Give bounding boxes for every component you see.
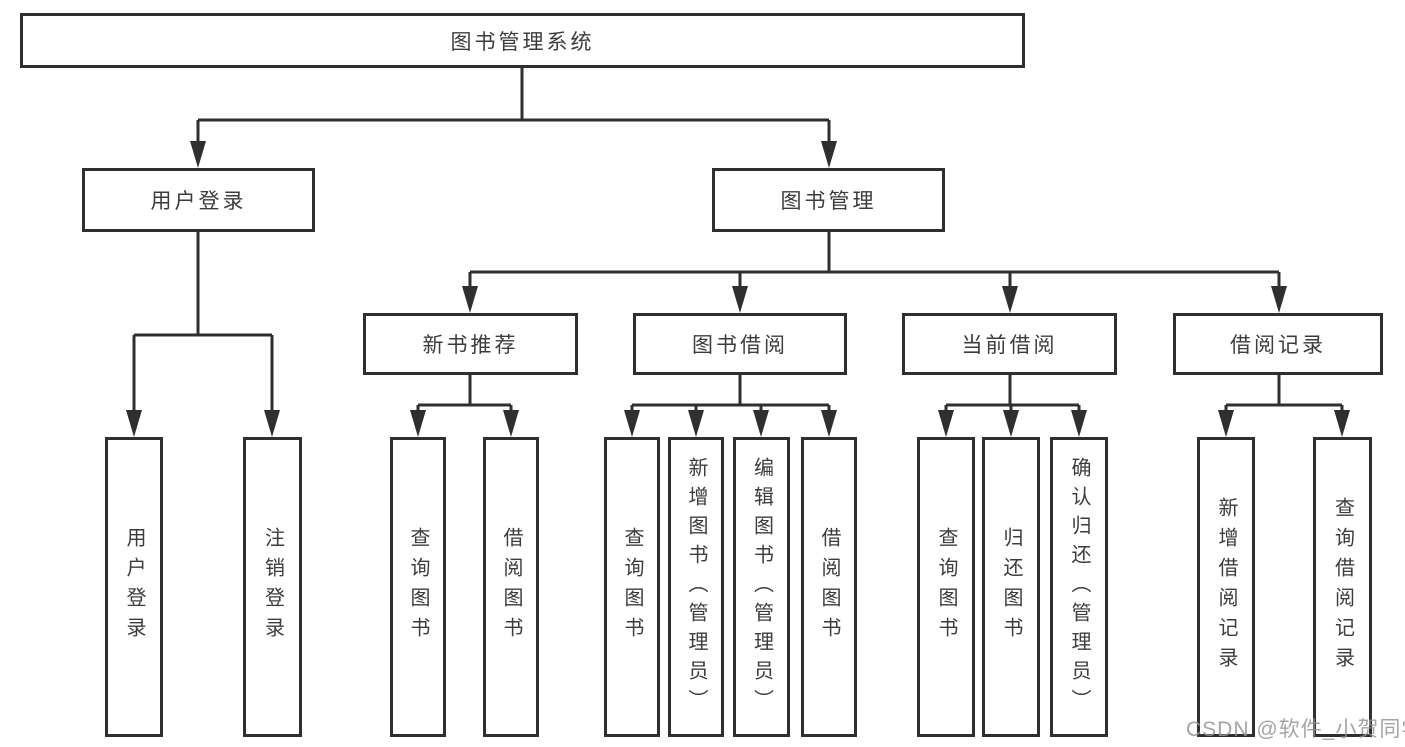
leaf-query-books: 查询图书 bbox=[390, 437, 446, 737]
node-user-login: 用户登录 bbox=[82, 168, 315, 232]
node-label: 查询图书 bbox=[935, 527, 957, 647]
node-label: 新增借阅记录 bbox=[1215, 497, 1237, 677]
leaf-add-books-admin: 新增图书（管理员） bbox=[668, 437, 724, 737]
node-label: 查询借阅记录 bbox=[1331, 497, 1354, 677]
arrowheads bbox=[126, 141, 1350, 437]
leaf-query-books: 查询图书 bbox=[604, 437, 660, 737]
leaf-return-books: 归还图书 bbox=[982, 437, 1040, 737]
node-label: 查询图书 bbox=[407, 527, 429, 647]
node-book-management: 图书管理 bbox=[712, 168, 945, 232]
node-label: 新增图书（管理员） bbox=[685, 456, 707, 718]
node-label: 归还图书 bbox=[1000, 527, 1022, 647]
node-label: 借阅记录 bbox=[1230, 334, 1326, 357]
node-label: 图书管理系统 bbox=[450, 30, 595, 54]
node-new-book-recommendation: 新书推荐 bbox=[363, 313, 578, 375]
leaf-add-borrow-record: 新增借阅记录 bbox=[1197, 437, 1255, 737]
node-label: 借阅图书 bbox=[818, 527, 840, 647]
leaf-user-login: 用户登录 bbox=[105, 437, 163, 737]
node-label: 用户登录 bbox=[150, 190, 247, 213]
leaf-logout: 注销登录 bbox=[243, 437, 302, 737]
node-label: 图书借阅 bbox=[692, 334, 788, 357]
csdn-watermark: CSDN @软件_小贺同学 bbox=[1186, 718, 1405, 741]
node-label: 图书管理 bbox=[780, 190, 877, 213]
node-label: 编辑图书（管理员） bbox=[750, 456, 773, 718]
leaf-edit-books-admin: 编辑图书（管理员） bbox=[733, 437, 790, 737]
node-library-management-system: 图书管理系统 bbox=[20, 13, 1025, 68]
leaf-query-borrow-record: 查询借阅记录 bbox=[1313, 437, 1372, 737]
node-label: 查询图书 bbox=[621, 527, 643, 647]
node-current-borrowing: 当前借阅 bbox=[902, 313, 1117, 375]
node-label: 用户登录 bbox=[123, 527, 145, 647]
leaf-query-books: 查询图书 bbox=[917, 437, 975, 737]
leaf-borrow-books: 借阅图书 bbox=[483, 437, 539, 737]
node-label: 当前借阅 bbox=[961, 334, 1058, 357]
node-label: 借阅图书 bbox=[500, 527, 522, 647]
leaf-borrow-books: 借阅图书 bbox=[801, 437, 857, 737]
node-label: 确认归还（管理员） bbox=[1068, 456, 1090, 718]
node-label: 注销登录 bbox=[261, 527, 284, 647]
node-label: 新书推荐 bbox=[422, 334, 519, 357]
node-book-borrowing: 图书借阅 bbox=[633, 313, 847, 375]
leaf-confirm-return-admin: 确认归还（管理员） bbox=[1050, 437, 1108, 737]
node-borrowing-records: 借阅记录 bbox=[1173, 313, 1383, 375]
